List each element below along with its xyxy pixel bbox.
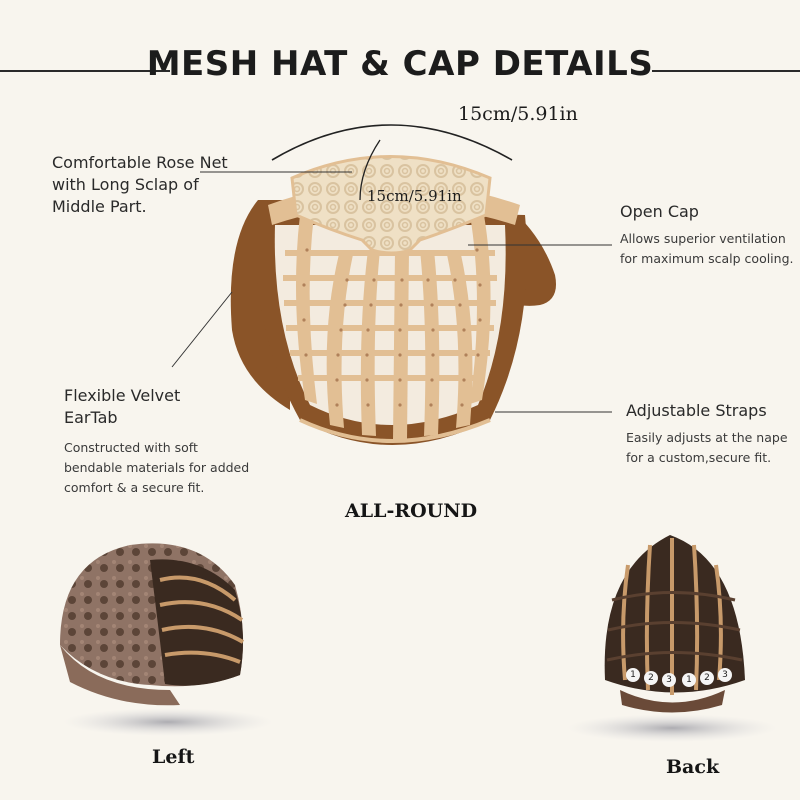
strap-markers: 1 2 3 1 2 3 [626,668,736,687]
strap-marker: 1 [682,673,696,687]
title-rule-left [0,70,170,72]
page-title: MESH HAT & CAP DETAILS [146,44,654,84]
left-caption: Left [152,746,195,768]
strap-marker: 3 [662,673,676,687]
open-cap-description: Allows superior ventilation for maximum … [620,231,794,266]
ear-tab-description: Constructed with soft bendable materials… [64,440,250,495]
main-cap [230,139,556,445]
rose-net-label: Comfortable Rose Net with Long Sclap of … [52,153,228,216]
measure-width-label: 15cm/5.91in [458,103,578,125]
straps-title: Adjustable Straps [626,401,767,420]
all-round-caption: ALL-ROUND [345,500,478,522]
strap-marker: 3 [718,668,732,682]
strap-marker: 1 [626,668,640,682]
leader-lines [171,171,612,413]
back-cap-photo [567,535,777,742]
straps-description: Easily adjusts at the nape for a custom,… [626,430,788,465]
title-rule-right [652,70,800,72]
strap-marker: 2 [644,671,658,685]
measure-arc [271,124,513,161]
ear-tab-title: Flexible Velvet EarTab [64,386,181,427]
strap-marker: 2 [700,671,714,685]
left-cap-photo [60,543,273,736]
back-caption: Back [666,756,720,778]
measure-inner-label: 15cm/5.91in [367,187,462,205]
open-cap-title: Open Cap [620,202,699,221]
